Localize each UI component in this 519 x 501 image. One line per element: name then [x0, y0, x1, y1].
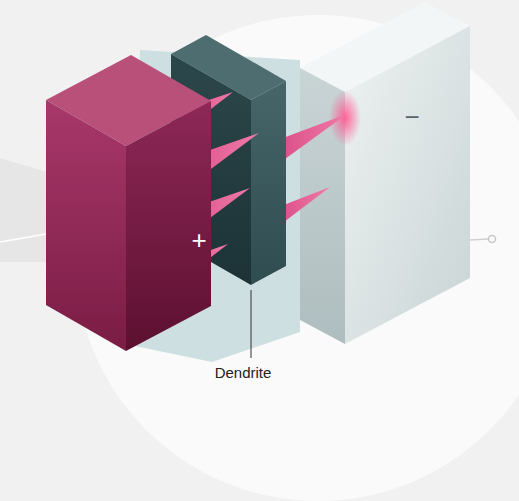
anode-face: [345, 26, 470, 344]
part-label: Dendrite: [215, 365, 272, 382]
background-dot: [489, 236, 496, 243]
leader-line: [251, 290, 252, 358]
background-line: [470, 239, 488, 240]
cathode-face: [126, 101, 211, 351]
short-circuit-glow: [329, 90, 361, 146]
cathode-side: [46, 100, 126, 351]
polarity-sign: −: [404, 103, 419, 132]
polarity-sign: +: [191, 226, 206, 255]
separator-face: [251, 81, 286, 285]
